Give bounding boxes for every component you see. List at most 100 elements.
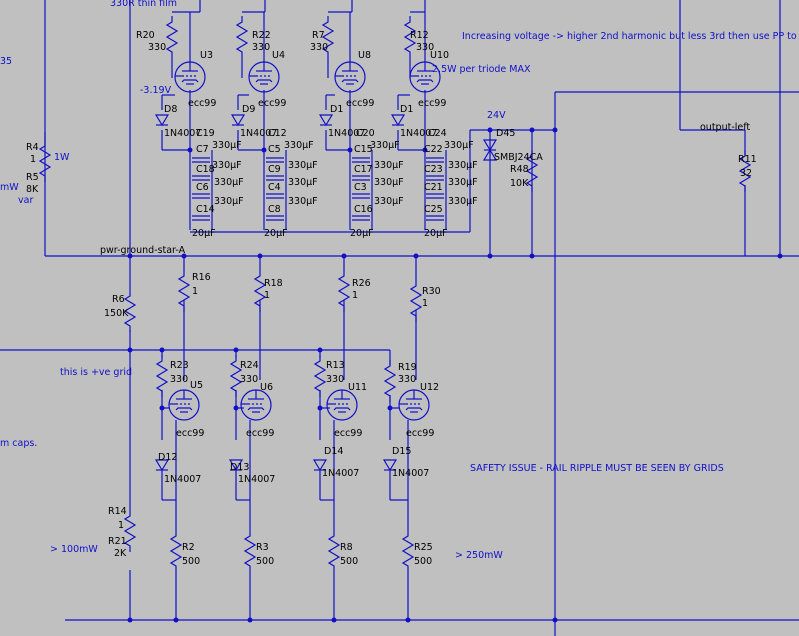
value-r20: 330 bbox=[148, 42, 166, 53]
label-u5-type: ecc99 bbox=[176, 428, 204, 439]
label-u3-type: ecc99 bbox=[188, 98, 216, 109]
label-c19: C19 bbox=[196, 128, 215, 139]
label-r8: R8 bbox=[340, 542, 353, 553]
value-d45: SMBJ24CA bbox=[494, 152, 543, 163]
label-c23: C23 bbox=[424, 164, 443, 175]
net-output-left: output-left bbox=[700, 122, 750, 133]
label-c24: C24 bbox=[428, 128, 447, 139]
label-u10-type: ecc99 bbox=[418, 98, 446, 109]
label-r24: R24 bbox=[240, 360, 259, 371]
label-d13: D13 bbox=[230, 462, 249, 473]
value-r26: 1 bbox=[352, 290, 358, 301]
label-d15: D15 bbox=[392, 446, 411, 457]
value-r22: 330 bbox=[252, 42, 270, 53]
value-r25: 500 bbox=[414, 556, 432, 567]
note-var: var bbox=[18, 195, 33, 206]
label-d45: D45 bbox=[496, 128, 515, 139]
label-r4: R4 bbox=[26, 142, 39, 153]
label-r23: R23 bbox=[170, 360, 189, 371]
label-u6-type: ecc99 bbox=[246, 428, 274, 439]
value-c7: 330µF bbox=[212, 160, 242, 171]
value-r11: 32 bbox=[740, 168, 752, 179]
label-r20: R20 bbox=[136, 30, 155, 41]
label-c12: C12 bbox=[268, 128, 287, 139]
label-r21: R21 bbox=[108, 536, 127, 547]
label-u12-type: ecc99 bbox=[406, 428, 434, 439]
label-c6: C6 bbox=[196, 182, 209, 193]
note-gt250: > 250mW bbox=[455, 550, 503, 561]
label-r2: R2 bbox=[182, 542, 195, 553]
label-d8: D8 bbox=[164, 104, 177, 115]
note-mw: mW bbox=[0, 182, 19, 193]
value-d1b: 1N4007 bbox=[400, 128, 437, 139]
label-c18: C18 bbox=[196, 164, 215, 175]
label-c22: C22 bbox=[424, 144, 443, 155]
value-c8: 20µF bbox=[264, 228, 288, 239]
value-c23: 330µF bbox=[448, 177, 478, 188]
label-r22: R22 bbox=[252, 30, 271, 41]
label-c4: C4 bbox=[268, 182, 281, 193]
value-r19: 330 bbox=[398, 374, 416, 385]
label-r14: R14 bbox=[108, 506, 127, 517]
value-r18: 1 bbox=[264, 290, 270, 301]
label-c5: C5 bbox=[268, 144, 281, 155]
value-c22: 330µF bbox=[448, 160, 478, 171]
label-r26: R26 bbox=[352, 278, 371, 289]
note-24v: 24V bbox=[487, 110, 506, 121]
value-d9: 1N4007 bbox=[240, 128, 277, 139]
note-m-caps: m caps. bbox=[0, 438, 37, 449]
value-c16: 20µF bbox=[350, 228, 374, 239]
value-r48: 10K bbox=[510, 178, 529, 189]
value-d15: 1N4007 bbox=[392, 468, 429, 479]
label-r48: R48 bbox=[510, 164, 529, 175]
value-d13: 1N4007 bbox=[238, 474, 275, 485]
value-r12: 330 bbox=[416, 42, 434, 53]
label-r16: R16 bbox=[192, 272, 211, 283]
label-r18: R18 bbox=[264, 278, 283, 289]
value-r13: 330 bbox=[326, 374, 344, 385]
value-r4: 1 bbox=[30, 154, 36, 165]
label-d12: D12 bbox=[158, 452, 177, 463]
note-triode-max: 2.5W per triode MAX bbox=[432, 64, 531, 75]
label-u8: U8 bbox=[358, 50, 371, 61]
label-r7: R7 bbox=[312, 30, 325, 41]
value-c18: 330µF bbox=[214, 177, 244, 188]
note-1w: 1W bbox=[54, 152, 70, 163]
label-c25: C25 bbox=[424, 204, 443, 215]
value-c12: 330µF bbox=[284, 140, 314, 151]
label-r12: R12 bbox=[410, 30, 429, 41]
value-c3: 330µF bbox=[374, 196, 404, 207]
note-increasing: Increasing voltage -> higher 2nd harmoni… bbox=[462, 31, 799, 42]
label-c15: C15 bbox=[354, 144, 373, 155]
label-r5: R5 bbox=[26, 172, 39, 183]
label-c8: C8 bbox=[268, 204, 281, 215]
note-gt100: > 100mW bbox=[50, 544, 98, 555]
label-u4: U4 bbox=[272, 50, 285, 61]
value-r23: 330 bbox=[170, 374, 188, 385]
label-c14: C14 bbox=[196, 204, 215, 215]
label-r25: R25 bbox=[414, 542, 433, 553]
label-u8-type: ecc99 bbox=[346, 98, 374, 109]
label-r19: R19 bbox=[398, 362, 417, 373]
label-u3: U3 bbox=[200, 50, 213, 61]
label-d9: D9 bbox=[242, 104, 255, 115]
note-thin-film: 330R thin film bbox=[110, 0, 177, 9]
value-r8: 500 bbox=[340, 556, 358, 567]
label-u6: U6 bbox=[260, 382, 273, 393]
label-d1a: D1 bbox=[330, 104, 343, 115]
value-r6: 150K bbox=[104, 308, 129, 319]
net-pwr-ground: pwr-ground-star-A bbox=[100, 245, 186, 256]
label-d14: D14 bbox=[324, 446, 343, 457]
label-u11: U11 bbox=[348, 382, 367, 393]
value-r2: 500 bbox=[182, 556, 200, 567]
note-minus-319: -3.19V bbox=[140, 85, 172, 96]
label-r3: R3 bbox=[256, 542, 269, 553]
label-d1b: D1 bbox=[400, 104, 413, 115]
value-c24: 330µF bbox=[444, 140, 474, 151]
diodes bbox=[155, 114, 498, 471]
value-r24: 330 bbox=[240, 374, 258, 385]
value-r30: 1 bbox=[422, 298, 428, 309]
